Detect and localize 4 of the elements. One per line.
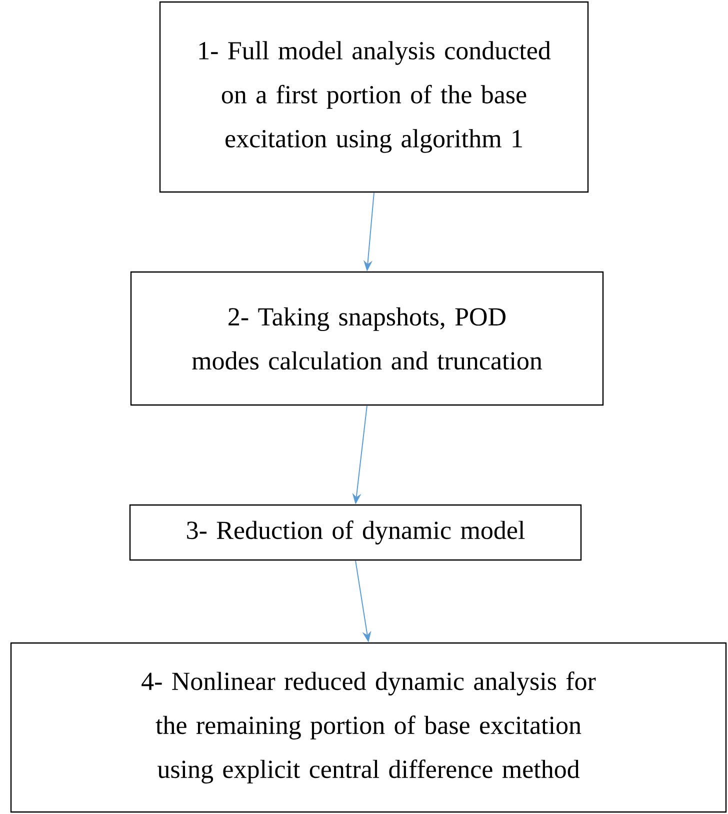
process-box: 3- Reduction of dynamic model: [129, 504, 582, 561]
process-box: 4- Nonlinear reduced dynamic analysis for the remaining portion of base excitation using explicit central difference method: [10, 642, 727, 813]
process-box: 2- Taking snapshots, POD modes calculation and truncation: [130, 271, 604, 406]
process-box: 1- Full model analysis conducted on a first portion of the base excitation using algorithm 1: [159, 1, 589, 193]
